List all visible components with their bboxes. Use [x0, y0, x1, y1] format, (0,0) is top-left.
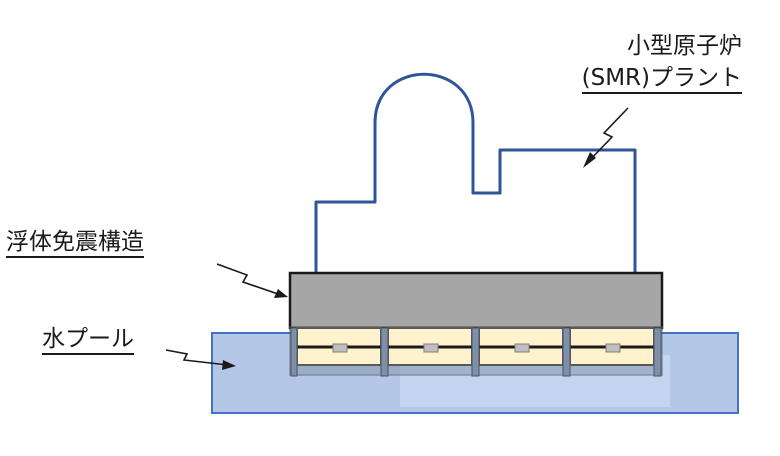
- float-unit-3: [478, 327, 564, 366]
- support-posts: [290, 327, 662, 377]
- label-smr-plant: 小型原子炉 (SMR)プラント: [581, 30, 742, 94]
- arrowhead-pool: [222, 360, 236, 370]
- leader-smr: [587, 107, 629, 163]
- leader-arrows: [165, 107, 629, 366]
- float-unit-1: [296, 327, 382, 366]
- label-floating-structure-text: 浮体免震構造: [6, 229, 144, 258]
- arrowhead-float: [274, 289, 288, 298]
- float-unit-2: [387, 327, 473, 366]
- arrowheads: [222, 152, 596, 370]
- label-smr-line2: (SMR)プラント: [581, 65, 742, 94]
- arrowhead-smr: [583, 152, 596, 168]
- label-water-pool: 水プール: [42, 324, 134, 355]
- leader-pool: [165, 349, 229, 366]
- float-unit-4: [569, 327, 655, 366]
- leader-float: [216, 263, 282, 296]
- floating-deck: [288, 271, 664, 330]
- label-water-pool-text: 水プール: [42, 326, 134, 355]
- label-smr-line1: 小型原子炉: [627, 33, 742, 59]
- label-floating-structure: 浮体免震構造: [6, 227, 144, 258]
- smr-plant-building: [314, 72, 637, 273]
